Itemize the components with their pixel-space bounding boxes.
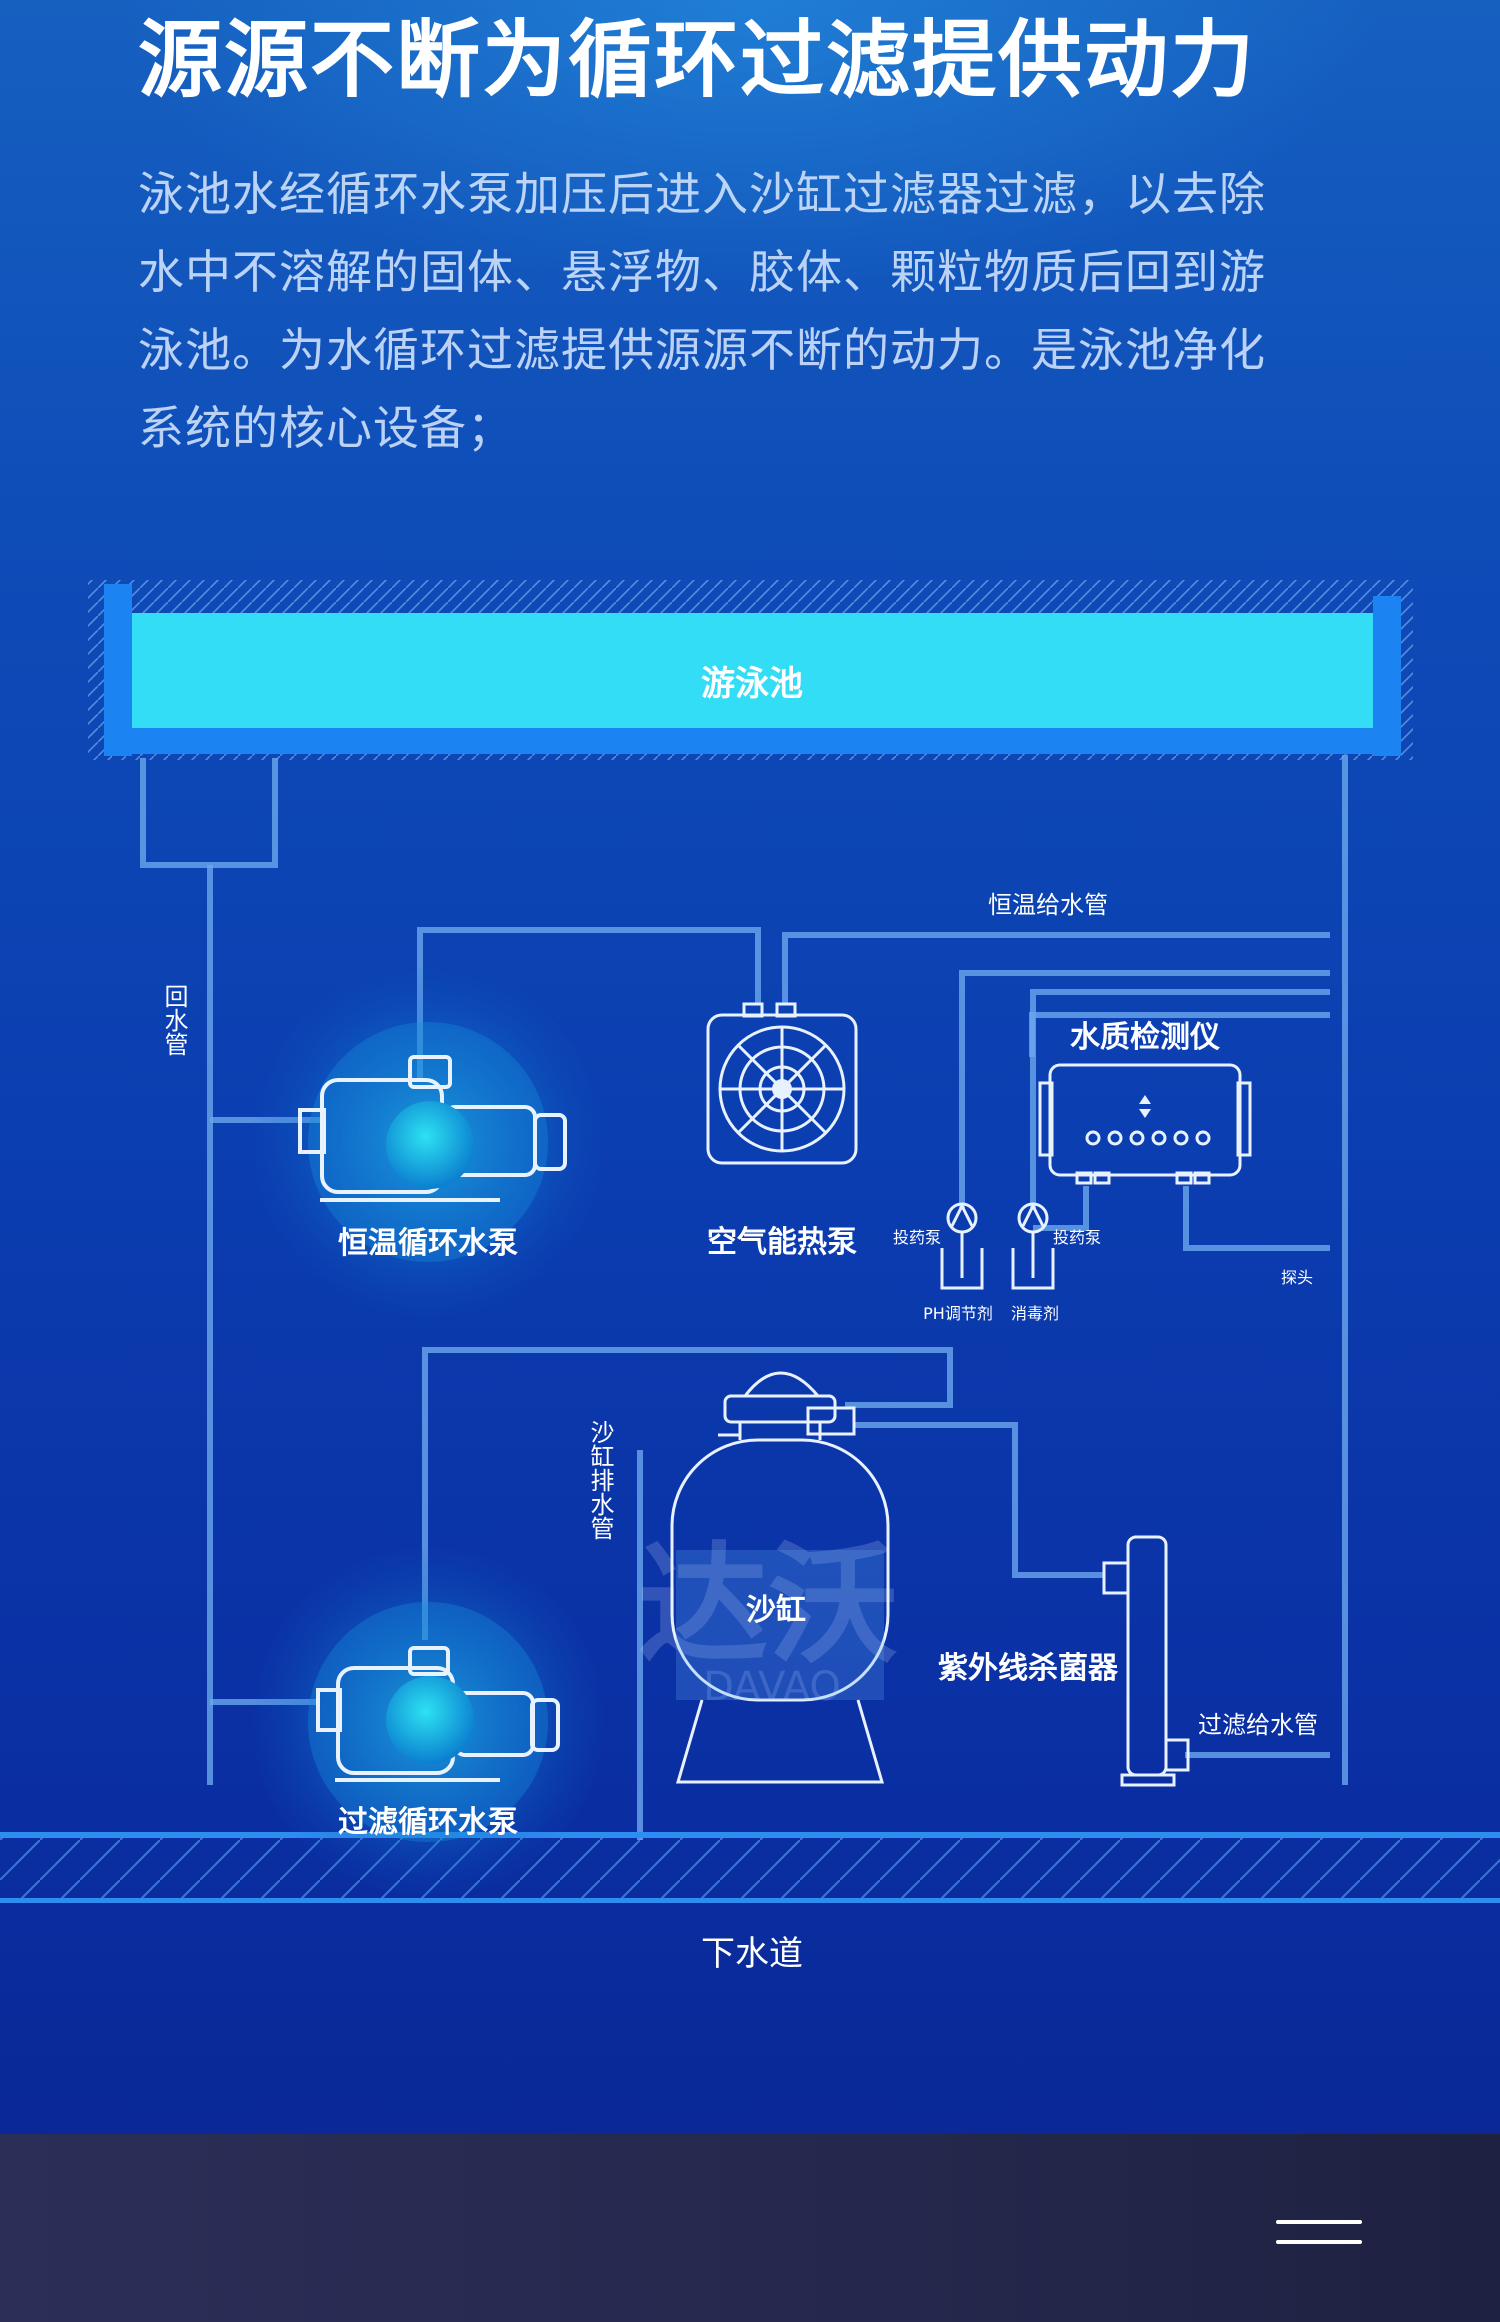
sand-tank-label: 沙缸 bbox=[746, 1593, 806, 1628]
monitor-case bbox=[1048, 1063, 1242, 1177]
dosing-pump-right-label: 投药泵 bbox=[1053, 1228, 1101, 1247]
tank-body bbox=[670, 1438, 890, 1702]
pool-label: 游泳池 bbox=[701, 664, 803, 704]
monitor-updown-icon bbox=[1139, 1095, 1151, 1118]
probe-line bbox=[1183, 1186, 1330, 1251]
filter-circ-pump-label: 过滤循环水泵 bbox=[338, 1805, 518, 1840]
tank-sand-fill bbox=[676, 1550, 884, 1700]
monitor-to-dosing bbox=[1033, 1186, 1089, 1231]
swimming-pool: 游泳池 bbox=[88, 580, 1413, 760]
sewer-top-line bbox=[0, 1832, 1500, 1838]
pump-impeller bbox=[386, 1101, 474, 1189]
ph-tank bbox=[940, 1248, 984, 1290]
uv-inlet bbox=[1102, 1561, 1130, 1595]
pipe-network bbox=[140, 755, 1348, 1840]
return-pipe-label: 回水管 bbox=[160, 984, 188, 1056]
fan-hub bbox=[772, 1079, 792, 1099]
page-title: 源源不断为循环过滤提供动力 bbox=[138, 11, 1257, 109]
sewer-bottom-line bbox=[0, 1898, 1500, 1903]
dosing-pump-right-arrow bbox=[1021, 1202, 1045, 1227]
uv-column bbox=[1126, 1535, 1168, 1777]
filter-supply-pipe-label: 过滤给水管 bbox=[1198, 1711, 1318, 1739]
pool-floor bbox=[104, 728, 1401, 754]
uv-outlet bbox=[1164, 1738, 1190, 1772]
heat-pump-circ-label: 恒温循环水泵 bbox=[338, 1226, 518, 1261]
sand-filter-tank: 沙缸 bbox=[670, 1371, 890, 1784]
watermark-en: DAVAO bbox=[703, 1664, 841, 1710]
dosing-feed-left bbox=[959, 970, 1330, 1208]
uv-sterilizer: 紫外线杀菌器 bbox=[938, 1535, 1190, 1787]
heatpump-inlet bbox=[742, 1002, 764, 1018]
uv-sterilizer-label: 紫外线杀菌器 bbox=[938, 1651, 1119, 1686]
valve-handle bbox=[743, 1371, 820, 1397]
dosing-unit bbox=[940, 1202, 1055, 1290]
dosing-feed-right bbox=[1030, 989, 1330, 1208]
heatpump-outlet bbox=[775, 1002, 797, 1018]
menu-button[interactable] bbox=[1260, 2192, 1380, 2272]
dosing-pump-left-arrow bbox=[950, 1202, 974, 1227]
sewer: 下水道 bbox=[0, 1832, 1500, 1974]
menu-icon bbox=[1276, 2220, 1362, 2224]
sand-drain-pipe-label: 沙缸排水管 bbox=[586, 1420, 614, 1540]
valve-port bbox=[806, 1406, 856, 1436]
sewer-hatch bbox=[0, 1838, 1500, 1898]
heat-supply-pipe bbox=[782, 932, 1330, 1005]
heat-supply-pipe-label: 恒温给水管 bbox=[988, 891, 1108, 919]
pump-impeller bbox=[386, 1676, 474, 1764]
monitor-feed bbox=[1029, 1012, 1330, 1057]
ph-agent-label: PH调节剂 bbox=[923, 1304, 993, 1323]
hero-section: 源源不断为循环过滤提供动力 泳池水经循环水泵加压后进入沙缸过滤器过滤，以去除水中… bbox=[0, 0, 1500, 2134]
disinfectant-label: 消毒剂 bbox=[1011, 1304, 1059, 1323]
intro-paragraph: 泳池水经循环水泵加压后进入沙缸过滤器过滤，以去除水中不溶解的固体、悬浮物、胶体、… bbox=[138, 167, 1266, 455]
dosing-tubes bbox=[960, 1232, 1035, 1278]
heat-circulation-pump: 恒温循环水泵 bbox=[253, 967, 603, 1317]
probe-label: 探头 bbox=[1281, 1268, 1313, 1287]
footer-bar bbox=[0, 2134, 1500, 2322]
menu-icon-bar bbox=[1276, 2240, 1362, 2244]
monitor-side-left bbox=[1038, 1081, 1054, 1157]
sewer-label: 下水道 bbox=[701, 1934, 803, 1974]
pool-circulation-diagram: 游泳池 下水道 bbox=[0, 580, 1500, 1974]
water-quality-monitor: 水质检测仪 bbox=[1038, 1020, 1252, 1185]
pool-left-wall bbox=[104, 584, 132, 756]
uv-base bbox=[1120, 1773, 1176, 1787]
air-heat-pump: 空气能热泵 bbox=[706, 1002, 858, 1260]
sand-to-uv-pipe bbox=[855, 1422, 1105, 1578]
dosing-pump-left-label: 投药泵 bbox=[893, 1228, 941, 1247]
air-heat-pump-label: 空气能热泵 bbox=[707, 1225, 857, 1260]
water-monitor-label: 水质检测仪 bbox=[1070, 1020, 1220, 1055]
monitor-side-right bbox=[1236, 1081, 1252, 1157]
filter-circulation-pump: 过滤循环水泵 bbox=[253, 1547, 603, 1897]
disinfectant-tank bbox=[1011, 1248, 1055, 1290]
return-pipe-inlet bbox=[140, 758, 278, 868]
tank-stand bbox=[675, 1699, 885, 1784]
pool-water bbox=[132, 613, 1373, 728]
pump-to-sand-tank bbox=[422, 1347, 953, 1640]
